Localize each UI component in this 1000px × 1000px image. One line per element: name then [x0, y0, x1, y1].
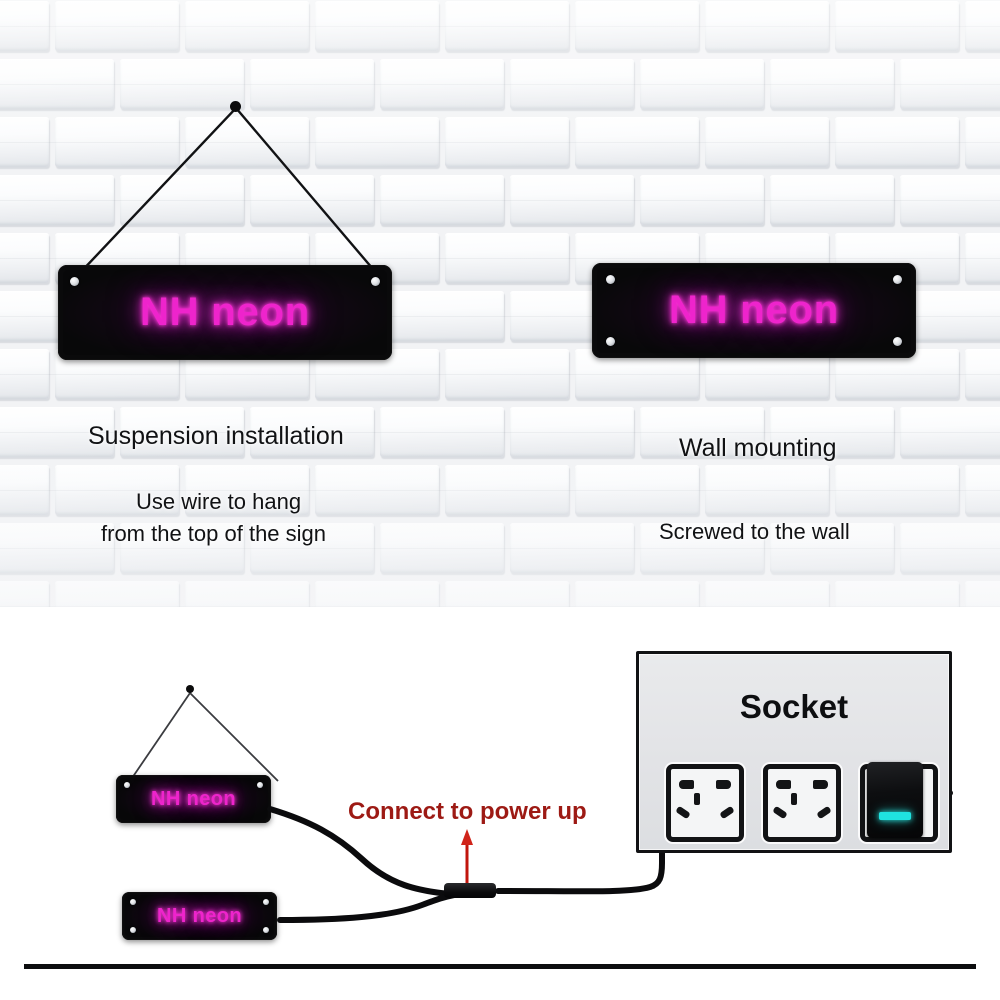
sign-screw-top-left: [130, 899, 136, 905]
sign-screw-top-right: [257, 782, 263, 788]
caption-suspension-line2: from the top of the sign: [101, 521, 327, 546]
suspension-wire-small: [129, 691, 279, 782]
socket-outlet-1[interactable]: [666, 764, 744, 842]
outlet-slot-left: [776, 780, 791, 789]
sign-text-suspension: NH neon: [139, 290, 311, 334]
neon-sign-small-upper[interactable]: NH neon: [116, 775, 271, 823]
sign-screw-bottom-left: [130, 927, 136, 933]
outlet-slot-angled-right: [719, 805, 735, 820]
outlet-slot-angled-left: [675, 805, 691, 820]
outlet-slot-angled-left: [772, 805, 788, 820]
plug-led-indicator: [879, 812, 911, 820]
sign-screw-top-left: [606, 275, 615, 284]
socket-title: Socket: [739, 688, 849, 725]
power-arrow-icon: [461, 829, 473, 883]
floor-base-line: [24, 964, 976, 969]
connect-power-label: Connect to power up: [348, 798, 587, 825]
wire-knot-top: [230, 101, 241, 112]
sign-glow-panel: [63, 270, 387, 355]
wiring-diagram-section: NH neon NH neon Connect to power up: [0, 607, 1000, 1000]
caption-wall-line1: Screwed to the wall: [659, 519, 850, 544]
neon-sign-suspension[interactable]: NH neon: [58, 265, 392, 360]
cable-junction-connector: [444, 883, 496, 898]
sign-glow-panel: [119, 778, 268, 820]
sign-screw-bottom-right: [263, 927, 269, 933]
wire-knot-small: [186, 685, 194, 693]
outlet-slot-left: [679, 780, 694, 789]
power-adapter-plug[interactable]: [867, 762, 923, 838]
outlet-face: [671, 769, 739, 837]
sign-screw-bottom-right: [893, 337, 902, 346]
sign-screw-bottom-left: [606, 337, 615, 346]
sign-screw-top-left: [124, 782, 130, 788]
caption-suspension-line1: Use wire to hang: [136, 489, 302, 514]
sign-screw-top-left: [70, 277, 79, 286]
neon-sign-small-lower[interactable]: NH neon: [122, 892, 277, 940]
caption-suspension-title: Suspension installation: [88, 422, 344, 450]
outlet-slot-right: [716, 780, 731, 789]
outlet-slot-angled-right: [816, 805, 832, 820]
sign-text-small-upper: NH neon: [150, 787, 237, 810]
outlet-slot-center: [694, 793, 700, 805]
sign-glow-panel: [597, 268, 911, 353]
sign-text-wall-mount: NH neon: [668, 288, 840, 332]
sign-screw-top-right: [263, 899, 269, 905]
socket-outlet-2[interactable]: [763, 764, 841, 842]
socket-panel: Socket: [636, 651, 952, 853]
outlet-slot-right: [813, 780, 828, 789]
sign-glow-panel: [125, 895, 274, 937]
caption-wall-title: Wall mounting: [679, 434, 837, 462]
sign-text-small-lower: NH neon: [156, 904, 243, 927]
outlet-face: [768, 769, 836, 837]
sign-screw-top-right: [371, 277, 380, 286]
neon-sign-wall-mount[interactable]: NH neon: [592, 263, 916, 358]
sign-screw-top-right: [893, 275, 902, 284]
outlet-slot-center: [791, 793, 797, 805]
